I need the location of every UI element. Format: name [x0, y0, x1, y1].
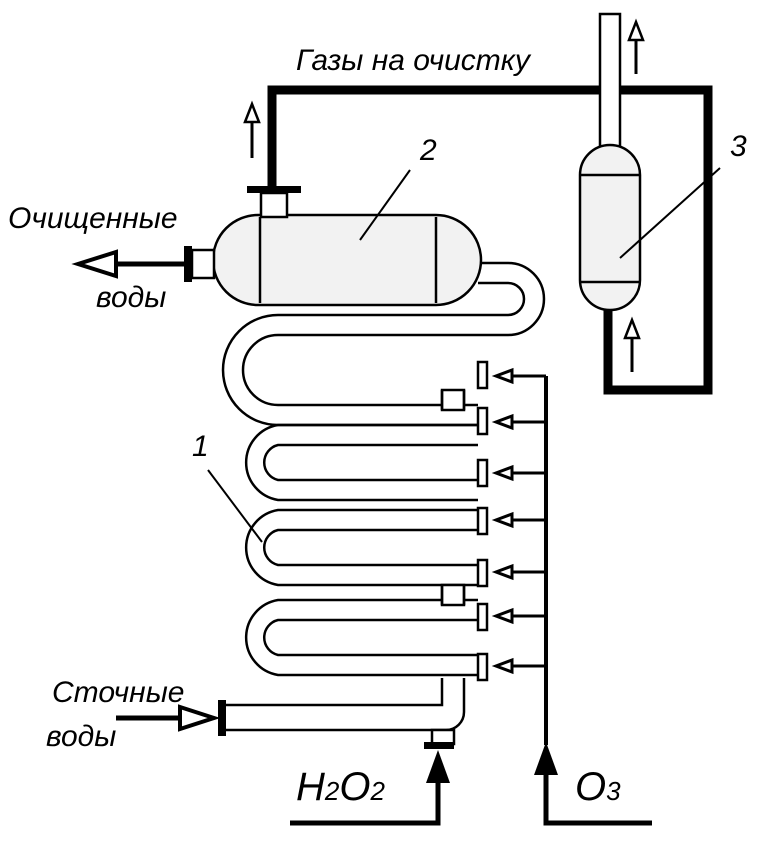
leader-1 — [207, 469, 263, 543]
waste-water-label-1: Сточные — [52, 676, 184, 709]
coil-flanges — [476, 360, 489, 682]
purified-water-label-1: Очищенные — [8, 202, 178, 235]
h2o2-inlet-line — [290, 780, 441, 826]
label-number-1: 1 — [192, 430, 209, 463]
ozone-inlet-line — [543, 770, 652, 826]
purified-water-arrow — [71, 249, 184, 279]
purified-water-label-2: воды — [96, 281, 166, 314]
leader-3 — [619, 167, 721, 259]
h2o2-inlet-arrow — [426, 750, 450, 783]
label-number-3: 3 — [730, 130, 747, 163]
gas-pipeline — [267, 85, 713, 395]
coil-reactor-1 — [221, 261, 546, 746]
ozone-branch-arrows — [491, 367, 546, 675]
ozone-inlet-arrow — [534, 742, 558, 775]
separator-2 — [184, 186, 483, 307]
gas-up-arrow-right — [627, 18, 645, 74]
gas-up-arrow-left — [243, 100, 261, 158]
leader-2 — [359, 169, 411, 241]
scrubber-3 — [578, 143, 642, 312]
label-number-2: 2 — [419, 134, 437, 167]
waste-water-label-2: воды — [46, 720, 116, 753]
h2o2-flange — [424, 742, 454, 749]
gases-label: Газы на очистку — [296, 44, 532, 77]
ozone-label: O3 — [575, 765, 621, 809]
inlet-flange — [218, 700, 226, 736]
waste-water-arrow — [116, 704, 221, 732]
gas-up-arrow-scrubber — [623, 316, 641, 372]
h2o2-label: H2O2 — [296, 765, 385, 809]
exhaust-pipe — [598, 12, 622, 154]
